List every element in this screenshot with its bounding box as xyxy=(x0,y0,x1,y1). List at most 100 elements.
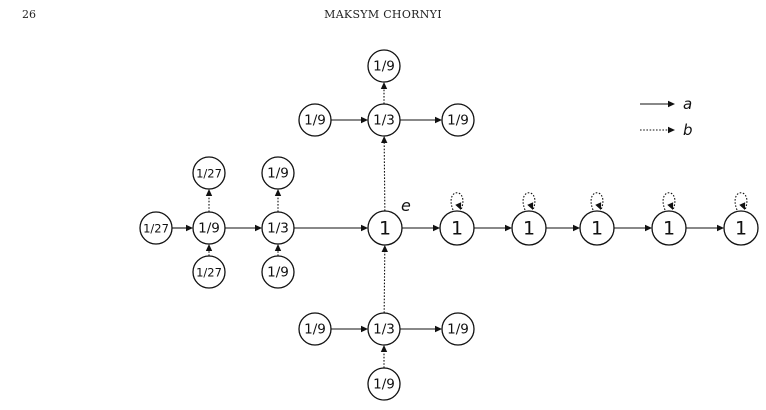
graph-node-Dd: 1/9 xyxy=(367,367,401,401)
loop-arrowhead xyxy=(455,202,462,210)
legend: ab xyxy=(640,95,693,139)
edge-arrowhead xyxy=(573,224,580,232)
edge-arrowhead xyxy=(645,224,652,232)
node-circle xyxy=(367,49,401,83)
edge-layer xyxy=(172,82,748,368)
loop-edge-b xyxy=(522,192,536,211)
edge-b-e-U xyxy=(383,141,386,212)
graph-node-L1d: 1/9 xyxy=(261,255,295,289)
loop-arrowhead xyxy=(527,202,534,210)
identity-vertex-tag: e xyxy=(401,196,411,215)
graph-node-L2: 1/9 xyxy=(192,211,226,245)
edge-arrowhead xyxy=(186,224,193,232)
node-circle xyxy=(367,103,401,137)
edge-arrowhead xyxy=(381,244,388,253)
node-circle xyxy=(367,210,403,246)
loop-edge-b xyxy=(590,192,604,211)
node-label: 1 xyxy=(379,218,391,240)
node-circle xyxy=(511,210,547,246)
node-circle xyxy=(441,312,475,346)
node-label: 1/9 xyxy=(373,59,395,75)
edge-arrowhead xyxy=(380,82,388,89)
node-circle xyxy=(367,367,401,401)
node-circle xyxy=(439,210,475,246)
node-circle xyxy=(192,156,226,190)
graph-node-L3: 1/27 xyxy=(139,211,173,245)
graph-node-r5: 1 xyxy=(723,210,759,246)
graph-node-r1: 1 xyxy=(439,210,475,246)
graph-node-L2u: 1/27 xyxy=(192,156,226,190)
node-label: 1/9 xyxy=(304,113,326,129)
edge-arrowhead xyxy=(361,116,368,124)
node-circle xyxy=(651,210,687,246)
node-label: 1 xyxy=(523,218,535,240)
node-label: 1/3 xyxy=(373,322,395,338)
node-label: 1/3 xyxy=(373,113,395,129)
page-number: 26 xyxy=(22,8,36,21)
node-circle xyxy=(298,103,332,137)
node-label: 1 xyxy=(735,218,747,240)
edge-arrowhead xyxy=(433,224,440,232)
edge-arrowhead xyxy=(361,325,368,333)
graph-node-Ul: 1/9 xyxy=(298,103,332,137)
graph-node-Dr: 1/9 xyxy=(441,312,475,346)
node-label: 1/9 xyxy=(267,265,289,281)
node-circle xyxy=(367,312,401,346)
graph-node-L1u: 1/9 xyxy=(261,156,295,190)
edge-arrowhead xyxy=(274,189,282,196)
node-label: 1/27 xyxy=(196,167,222,181)
graph-node-Ur: 1/9 xyxy=(441,103,475,137)
edge-arrowhead xyxy=(205,189,213,196)
legend-label-a: a xyxy=(683,95,692,113)
edge-arrowhead xyxy=(380,345,388,352)
loop-edge-b xyxy=(734,192,748,211)
node-label: 1 xyxy=(663,218,675,240)
edge-arrowhead xyxy=(717,224,724,232)
edge-arrowhead xyxy=(435,116,442,124)
running-head: MAKSYM CHORNYI xyxy=(324,8,442,21)
edge-arrowhead xyxy=(255,224,262,232)
graph-node-Uu: 1/9 xyxy=(367,49,401,83)
legend-arrowhead xyxy=(668,126,675,134)
graph-node-r4: 1 xyxy=(651,210,687,246)
node-label: 1/9 xyxy=(198,221,220,237)
graph-node-r3: 1 xyxy=(579,210,615,246)
node-layer: 1 1 1 1 1 1 1/3 1/9 1/9 1/9 1/27 1/27 1/27 1/3 1/9 1/9 1… xyxy=(139,49,759,401)
node-circle xyxy=(139,211,173,245)
node-label: 1/9 xyxy=(447,322,469,338)
node-label: 1/3 xyxy=(267,221,289,237)
loop-edge-b xyxy=(450,192,464,211)
node-label: 1 xyxy=(591,218,603,240)
loop-arrowhead xyxy=(667,202,674,210)
node-label: 1/9 xyxy=(373,377,395,393)
node-label: 1/27 xyxy=(143,222,169,236)
node-circle xyxy=(192,255,226,289)
node-label: 1 xyxy=(451,218,463,240)
node-circle xyxy=(261,255,295,289)
edge-arrowhead xyxy=(435,325,442,333)
node-circle xyxy=(579,210,615,246)
legend-label-b: b xyxy=(683,121,693,139)
graph-node-U: 1/3 xyxy=(367,103,401,137)
node-label: 1/9 xyxy=(267,166,289,182)
node-circle xyxy=(192,211,226,245)
edge-arrowhead xyxy=(274,244,282,251)
graph-node-Dl: 1/9 xyxy=(298,312,332,346)
graph-node-L2d: 1/27 xyxy=(192,255,226,289)
graph-node-L1: 1/3 xyxy=(261,211,295,245)
node-circle xyxy=(261,211,295,245)
loop-edge-b xyxy=(662,192,676,211)
edge-arrowhead xyxy=(361,224,368,232)
node-circle xyxy=(261,156,295,190)
edge-arrowhead xyxy=(505,224,512,232)
edge-b-D-e xyxy=(383,250,386,314)
graph-node-D: 1/3 xyxy=(367,312,401,346)
legend-arrowhead xyxy=(668,100,675,108)
node-circle xyxy=(298,312,332,346)
edge-arrowhead xyxy=(205,244,213,251)
node-label: 1/9 xyxy=(447,113,469,129)
node-label: 1/9 xyxy=(304,322,326,338)
loop-arrowhead xyxy=(595,202,602,210)
node-circle xyxy=(441,103,475,137)
